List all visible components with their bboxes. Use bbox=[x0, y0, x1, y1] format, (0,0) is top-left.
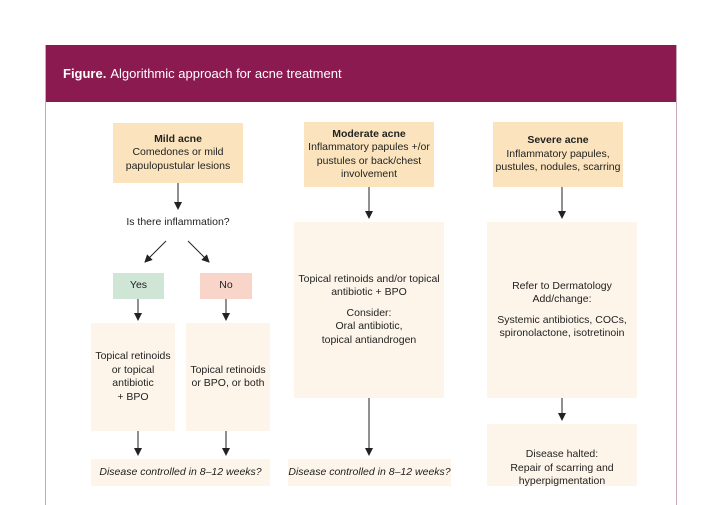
mild-yes-tx-1: Topical retinoids bbox=[95, 350, 171, 362]
moderate-tx-consider: Consider: bbox=[346, 306, 392, 319]
figure-label: Figure. bbox=[63, 66, 107, 81]
figure-title: Figure.Algorithmic approach for acne tre… bbox=[63, 66, 342, 82]
mild-acne-title: Mild acne bbox=[154, 132, 202, 145]
moderate-tx-1: Topical retinoids and/or topical bbox=[298, 272, 440, 285]
severe-acne-desc-2: pustules, nodules, scarring bbox=[495, 161, 621, 174]
yes-box: Yes bbox=[113, 273, 164, 299]
no-box: No bbox=[200, 273, 252, 299]
arrow-question-to-yes bbox=[144, 240, 167, 263]
moderate-tx-2: antibiotic + BPO bbox=[331, 286, 407, 299]
yes-label: Yes bbox=[129, 279, 148, 292]
severe-tx-2: Add/change: bbox=[532, 293, 592, 305]
mild-controlled-text: Disease controlled in 8–12 weeks? bbox=[99, 466, 262, 478]
moderate-acne-box: Moderate acne Inflammatory papules +/or … bbox=[304, 122, 434, 187]
figure-title-text: Algorithmic approach for acne treatment bbox=[110, 66, 342, 81]
moderate-acne-desc-2: pustules or back/chest bbox=[316, 154, 422, 167]
mild-yes-tx-3: + BPO bbox=[117, 390, 149, 403]
moderate-controlled-text: Disease controlled in 8–12 weeks? bbox=[288, 466, 451, 478]
disease-halted-2: hyperpigmentation bbox=[518, 475, 606, 486]
no-label: No bbox=[219, 279, 233, 292]
severe-acne-box: Severe acne Inflammatory papules, pustul… bbox=[493, 122, 623, 187]
moderate-controlled-box: Disease controlled in 8–12 weeks? bbox=[288, 459, 451, 486]
mild-yes-tx-2: or topical antibiotic bbox=[111, 363, 155, 390]
mild-yes-treatment-box: Topical retinoids or topical antibiotic … bbox=[91, 323, 175, 431]
disease-halted-box: Disease halted: Repair of scarring and h… bbox=[487, 424, 637, 486]
mild-no-treatment-box: Topical retinoids or BPO, or both bbox=[186, 323, 270, 431]
inflammation-question: Is there inflammation? bbox=[126, 216, 230, 228]
figure-header: Figure.Algorithmic approach for acne tre… bbox=[46, 45, 676, 102]
severe-tx-4: spironolactone, isotretinoin bbox=[499, 327, 625, 339]
flow-arrows bbox=[134, 183, 566, 456]
moderate-tx-3: Oral antibiotic, bbox=[335, 320, 403, 333]
mild-no-tx-1: Topical retinoids bbox=[190, 363, 266, 376]
moderate-acne-desc-3: involvement bbox=[340, 168, 398, 180]
severe-tx-1: Refer to Dermatology bbox=[512, 279, 612, 292]
moderate-tx-4: topical antiandrogen bbox=[321, 333, 417, 346]
severe-acne-title: Severe acne bbox=[527, 134, 589, 147]
mild-controlled-box: Disease controlled in 8–12 weeks? bbox=[91, 459, 270, 486]
arrow-question-to-no bbox=[187, 240, 210, 263]
mild-acne-desc-1: Comedones or mild bbox=[132, 146, 224, 159]
severe-tx-3: Systemic antibiotics, COCs, bbox=[497, 313, 627, 326]
mild-no-tx-2: or BPO, or both bbox=[191, 377, 265, 389]
moderate-acne-title: Moderate acne bbox=[332, 127, 406, 140]
moderate-treatment-box: Topical retinoids and/or topical antibio… bbox=[294, 222, 444, 398]
severe-acne-desc-1: Inflammatory papules, bbox=[506, 147, 610, 160]
severe-treatment-box: Refer to Dermatology Add/change: Systemi… bbox=[487, 222, 637, 398]
moderate-acne-desc-1: Inflammatory papules +/or bbox=[308, 141, 430, 153]
disease-halted-title: Disease halted: bbox=[525, 448, 599, 460]
disease-halted-1: Repair of scarring and bbox=[510, 461, 614, 474]
mild-acne-box: Mild acne Comedones or mild papulopustul… bbox=[113, 123, 243, 183]
mild-acne-desc-2: papulopustular lesions bbox=[125, 159, 231, 172]
